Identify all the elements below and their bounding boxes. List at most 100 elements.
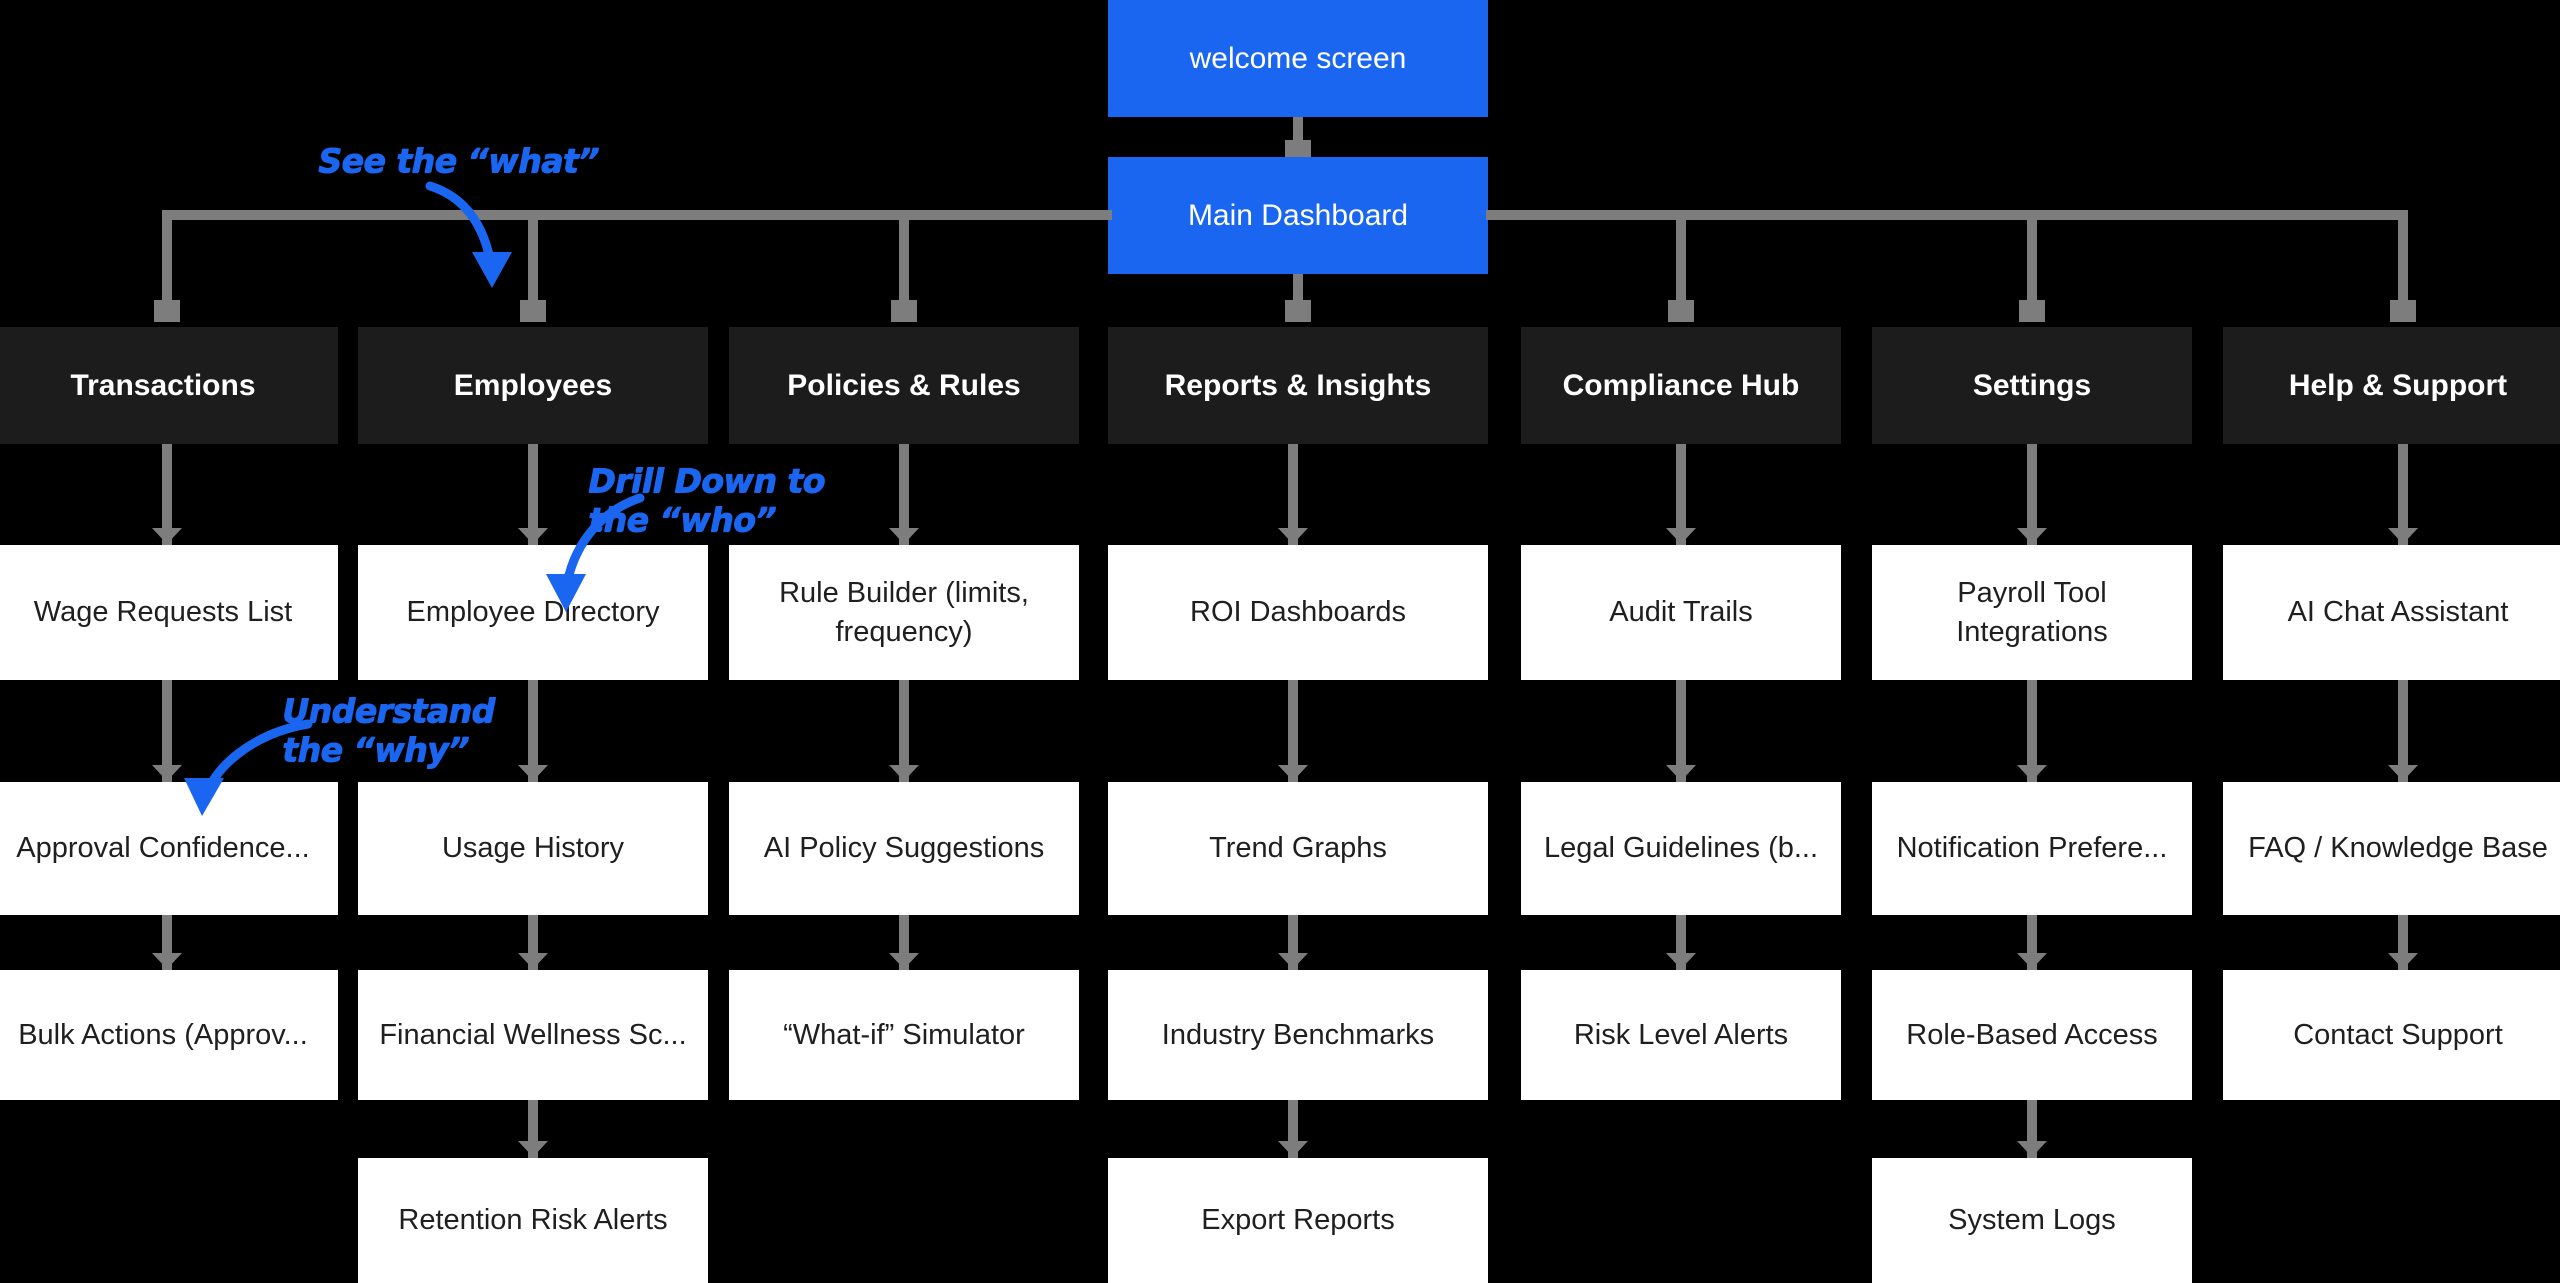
node-label: AI Policy Suggestions xyxy=(763,832,1045,865)
node-label: Retention Risk Alerts xyxy=(398,1204,668,1237)
node-risk-level-alerts[interactable]: Risk Level Alerts xyxy=(1521,970,1841,1100)
connector-drop-col-5 xyxy=(1676,210,1686,318)
arrow-head-icon xyxy=(2388,953,2418,969)
connector-col2-r3 xyxy=(528,1100,538,1158)
node-label: AI Chat Assistant xyxy=(2287,596,2509,629)
node-notification-preferences[interactable]: Notification Prefere... xyxy=(1872,782,2192,915)
column-header-help-support[interactable]: Help & Support xyxy=(2223,327,2560,444)
node-system-logs[interactable]: System Logs xyxy=(1872,1158,2192,1283)
connector-col4-r3 xyxy=(1288,1100,1298,1158)
connector-col1-r1 xyxy=(162,680,172,782)
arrow-head-icon xyxy=(2388,528,2418,544)
node-label: Notification Prefere... xyxy=(1896,832,2168,865)
node-payroll-tool-integrations[interactable]: Payroll Tool Integrations xyxy=(1872,545,2192,680)
node-export-reports[interactable]: Export Reports xyxy=(1108,1158,1488,1283)
arrow-head-icon xyxy=(1278,1141,1308,1157)
node-role-based-access[interactable]: Role-Based Access xyxy=(1872,970,2192,1100)
connector-drop-col-2 xyxy=(528,210,538,318)
connector-col1-r2 xyxy=(162,915,172,970)
node-legal-guidelines[interactable]: Legal Guidelines (b... xyxy=(1521,782,1841,915)
node-label: Trend Graphs xyxy=(1209,832,1387,865)
node-wage-requests-list[interactable]: Wage Requests List xyxy=(0,545,338,680)
node-label: Approval Confidence... xyxy=(16,832,310,865)
column-header-reports-insights[interactable]: Reports & Insights xyxy=(1108,327,1488,444)
connector-col1-r0 xyxy=(162,444,172,545)
column-header-compliance-hub[interactable]: Compliance Hub xyxy=(1521,327,1841,444)
connector-stub xyxy=(1285,140,1311,162)
node-label: ROI Dashboards xyxy=(1190,596,1406,629)
connector-drop-col-1 xyxy=(162,210,172,318)
node-label: Payroll Tool Integrations xyxy=(1956,577,2108,648)
connector-col6-r1 xyxy=(2027,680,2037,782)
arrow-head-icon xyxy=(518,528,548,544)
connector-col2-r0 xyxy=(528,444,538,545)
connector-col2-r2 xyxy=(528,915,538,970)
arrow-head-icon xyxy=(889,765,919,781)
arrow-head-icon xyxy=(2017,1141,2047,1157)
arrow-head-icon xyxy=(518,1141,548,1157)
node-welcome-screen[interactable]: welcome screen xyxy=(1108,0,1488,117)
connector-dashboard-down xyxy=(1293,274,1303,316)
node-roi-dashboards[interactable]: ROI Dashboards xyxy=(1108,545,1488,680)
connector-col7-r0 xyxy=(2398,444,2408,545)
connector-drop-col-6 xyxy=(2027,210,2037,318)
node-what-if-simulator[interactable]: “What-if” Simulator xyxy=(729,970,1079,1100)
connector-col7-r1 xyxy=(2398,680,2408,782)
column-header-settings[interactable]: Settings xyxy=(1872,327,2192,444)
node-bulk-actions[interactable]: Bulk Actions (Approv... xyxy=(0,970,338,1100)
node-label: Role-Based Access xyxy=(1906,1018,2158,1051)
connector-col5-r1 xyxy=(1676,680,1686,782)
arrow-head-icon xyxy=(1278,953,1308,969)
connector-col7-r2 xyxy=(2398,915,2408,970)
connector-stub xyxy=(1285,300,1311,322)
node-audit-trails[interactable]: Audit Trails xyxy=(1521,545,1841,680)
arrow-head-icon xyxy=(2017,528,2047,544)
node-label: welcome screen xyxy=(1189,41,1407,75)
node-approval-confidence[interactable]: Approval Confidence... xyxy=(0,782,338,915)
node-industry-benchmarks[interactable]: Industry Benchmarks xyxy=(1108,970,1488,1100)
arrow-head-icon xyxy=(1278,528,1308,544)
column-header-policies-rules[interactable]: Policies & Rules xyxy=(729,327,1079,444)
column-header-employees[interactable]: Employees xyxy=(358,327,708,444)
node-label: Help & Support xyxy=(2288,368,2508,402)
annotation-see-the-what: See the “what” xyxy=(318,141,599,180)
arrow-head-icon xyxy=(1666,765,1696,781)
connector-col3-r1 xyxy=(899,680,909,782)
node-financial-wellness-score[interactable]: Financial Wellness Sc... xyxy=(358,970,708,1100)
node-label: Compliance Hub xyxy=(1562,368,1800,402)
node-usage-history[interactable]: Usage History xyxy=(358,782,708,915)
connector-col5-r0 xyxy=(1676,444,1686,545)
node-label: Risk Level Alerts xyxy=(1573,1018,1789,1051)
node-contact-support[interactable]: Contact Support xyxy=(2223,970,2560,1100)
node-ai-policy-suggestions[interactable]: AI Policy Suggestions xyxy=(729,782,1079,915)
node-label: Usage History xyxy=(441,832,625,865)
node-label: “What-if” Simulator xyxy=(783,1018,1025,1051)
connector-stub xyxy=(891,300,917,322)
node-label: System Logs xyxy=(1948,1204,2116,1237)
connector-stub xyxy=(154,300,180,322)
connector-col4-r0 xyxy=(1288,444,1298,545)
column-header-transactions[interactable]: Transactions xyxy=(0,327,338,444)
node-label: Employees xyxy=(453,368,613,402)
node-label: Transactions xyxy=(70,368,256,402)
node-label: Employee Directory xyxy=(406,596,660,629)
node-rule-builder[interactable]: Rule Builder (limits, frequency) xyxy=(729,545,1079,680)
connector-stub xyxy=(2019,300,2045,322)
arrow-head-icon xyxy=(518,953,548,969)
node-retention-risk-alerts[interactable]: Retention Risk Alerts xyxy=(358,1158,708,1283)
connector-welcome-to-dashboard xyxy=(1293,117,1303,157)
annotation-arrow-1-icon xyxy=(425,181,512,288)
node-employee-directory[interactable]: Employee Directory xyxy=(358,545,708,680)
node-ai-chat-assistant[interactable]: AI Chat Assistant xyxy=(2223,545,2560,680)
node-trend-graphs[interactable]: Trend Graphs xyxy=(1108,782,1488,915)
connector-horizontal-bus-left xyxy=(162,210,1112,220)
connector-col3-r2 xyxy=(899,915,909,970)
node-label: Main Dashboard xyxy=(1187,198,1409,232)
arrow-head-icon xyxy=(889,953,919,969)
node-faq-knowledge-base[interactable]: FAQ / Knowledge Base xyxy=(2223,782,2560,915)
node-main-dashboard[interactable]: Main Dashboard xyxy=(1108,157,1488,274)
node-label: Financial Wellness Sc... xyxy=(379,1018,687,1051)
connector-drop-col-7 xyxy=(2398,210,2408,318)
node-label: Export Reports xyxy=(1201,1204,1395,1237)
